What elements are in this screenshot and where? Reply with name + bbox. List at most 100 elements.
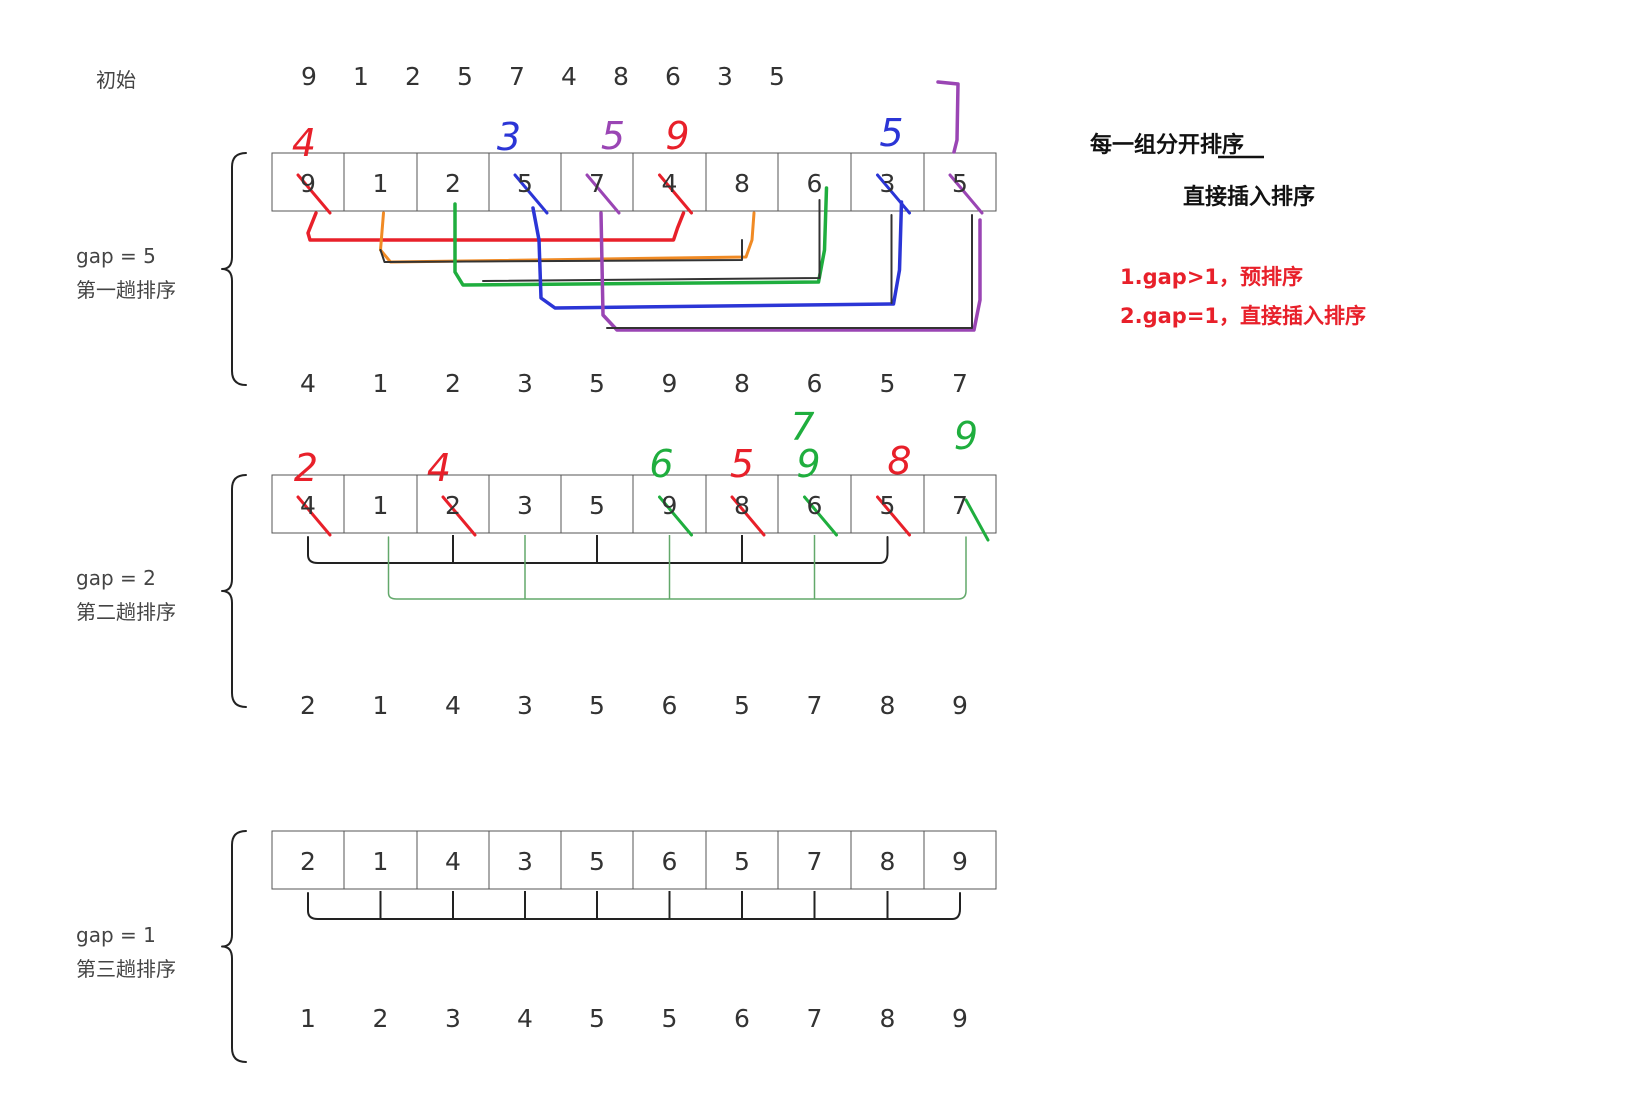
annotation-green: 7 (790, 405, 815, 449)
result-value: 4 (300, 369, 316, 398)
result-value: 5 (661, 1004, 678, 1033)
array-cell-value: 8 (734, 169, 750, 198)
array-cell-value: 8 (879, 847, 896, 876)
strike-red (296, 495, 332, 537)
array-cell-value: 6 (806, 491, 823, 520)
strike-red (876, 495, 911, 537)
result-value: 1 (372, 691, 389, 720)
array-cell-value: 6 (661, 847, 678, 876)
array-cell-value: 3 (517, 491, 533, 520)
array-cell-value: 5 (734, 847, 750, 876)
result-value: 5 (734, 691, 750, 720)
strike-red (658, 173, 693, 215)
result-value: 5 (589, 369, 605, 398)
initial-value: 5 (769, 62, 785, 91)
pass1-gap-label: gap = 5 (76, 244, 156, 268)
pass2-title: 第二趟排序 (76, 600, 176, 624)
pass2-brace (221, 474, 247, 708)
result-value: 3 (517, 691, 533, 720)
result-value: 7 (806, 691, 823, 720)
annotation-red: 2 (293, 446, 319, 490)
result-value: 3 (445, 1004, 461, 1033)
initial-value: 7 (509, 62, 525, 91)
result-value: 9 (952, 1004, 968, 1033)
array-cell-value: 9 (300, 169, 316, 198)
annotation-green: 9 (796, 442, 821, 486)
annotation-purple-seven (936, 80, 960, 154)
array-cell-value: 1 (372, 169, 389, 198)
result-value: 6 (734, 1004, 750, 1033)
strike-blue (513, 173, 549, 215)
strike-red (441, 495, 477, 537)
array-cell-value: 7 (589, 169, 605, 198)
initial-value: 5 (457, 62, 473, 91)
annotation-blue: 3 (496, 115, 522, 159)
annotation-green: 6 (649, 442, 674, 486)
gap2-group-b (387, 536, 967, 600)
result-value: 2 (300, 691, 316, 720)
array-cell-value: 8 (734, 491, 750, 520)
group-connector-black-4 (606, 214, 973, 329)
pass2-array-box (271, 474, 997, 534)
initial-value: 6 (665, 62, 681, 91)
group-connector-orange (379, 211, 756, 264)
annotation-purple: 5 (600, 114, 626, 158)
array-cell-value: 9 (952, 847, 968, 876)
result-value: 5 (589, 691, 605, 720)
group-connector-black-1 (379, 239, 743, 263)
result-value: 8 (879, 691, 896, 720)
result-value: 8 (734, 369, 750, 398)
group-connector-blue (531, 200, 904, 310)
result-value: 4 (517, 1004, 533, 1033)
pass1-title: 第一趟排序 (76, 278, 176, 302)
annotation-red: 9 (665, 114, 690, 158)
pass3-array-box (271, 830, 997, 890)
result-value: 1 (372, 369, 389, 398)
annotation-red: 4 (291, 121, 317, 165)
result-value: 3 (517, 369, 533, 398)
result-value: 2 (445, 369, 461, 398)
result-value: 4 (445, 691, 461, 720)
strike-purple (948, 173, 984, 215)
group-connector-black-2 (482, 199, 821, 282)
result-value: 9 (952, 691, 968, 720)
array-cell-value: 6 (806, 169, 823, 198)
array-cell-value: 2 (300, 847, 316, 876)
array-cell-value: 5 (589, 847, 605, 876)
annotation-red: 4 (426, 446, 452, 490)
annotation-blue: 5 (879, 111, 904, 155)
result-value: 7 (806, 1004, 823, 1033)
annotation-red: 5 (729, 442, 755, 486)
array-cell-value: 1 (372, 491, 389, 520)
strike-blue (876, 173, 911, 215)
array-cell-value: 4 (661, 169, 678, 198)
pass1-brace (221, 152, 247, 386)
array-cell-value: 5 (952, 169, 968, 198)
result-value: 2 (372, 1004, 389, 1033)
array-cell-value: 7 (806, 847, 823, 876)
array-cell-value: 7 (952, 491, 968, 520)
strike-green (658, 495, 693, 537)
array-cell-value: 4 (445, 847, 461, 876)
annotation-green: 9 (953, 414, 979, 458)
pass3-brace (221, 830, 247, 1063)
result-value: 7 (952, 369, 968, 398)
initial-value: 4 (561, 62, 577, 91)
result-value: 8 (879, 1004, 896, 1033)
side-subtitle: 直接插入排序 (1183, 185, 1316, 210)
result-value: 1 (300, 1004, 316, 1033)
initial-value: 1 (353, 62, 369, 91)
annotation-red: 8 (887, 439, 912, 483)
strike-green (964, 498, 990, 542)
array-cell-value: 3 (517, 847, 533, 876)
side-title: 每一组分开排序 (1090, 133, 1245, 158)
group-connector-green (453, 186, 829, 287)
strike-red (730, 495, 766, 537)
initial-value: 3 (717, 62, 733, 91)
result-value: 9 (661, 369, 678, 398)
group-connector-red (306, 211, 686, 242)
array-cell-value: 1 (372, 847, 389, 876)
array-cell-value: 5 (517, 169, 533, 198)
array-cell-value: 2 (445, 491, 461, 520)
